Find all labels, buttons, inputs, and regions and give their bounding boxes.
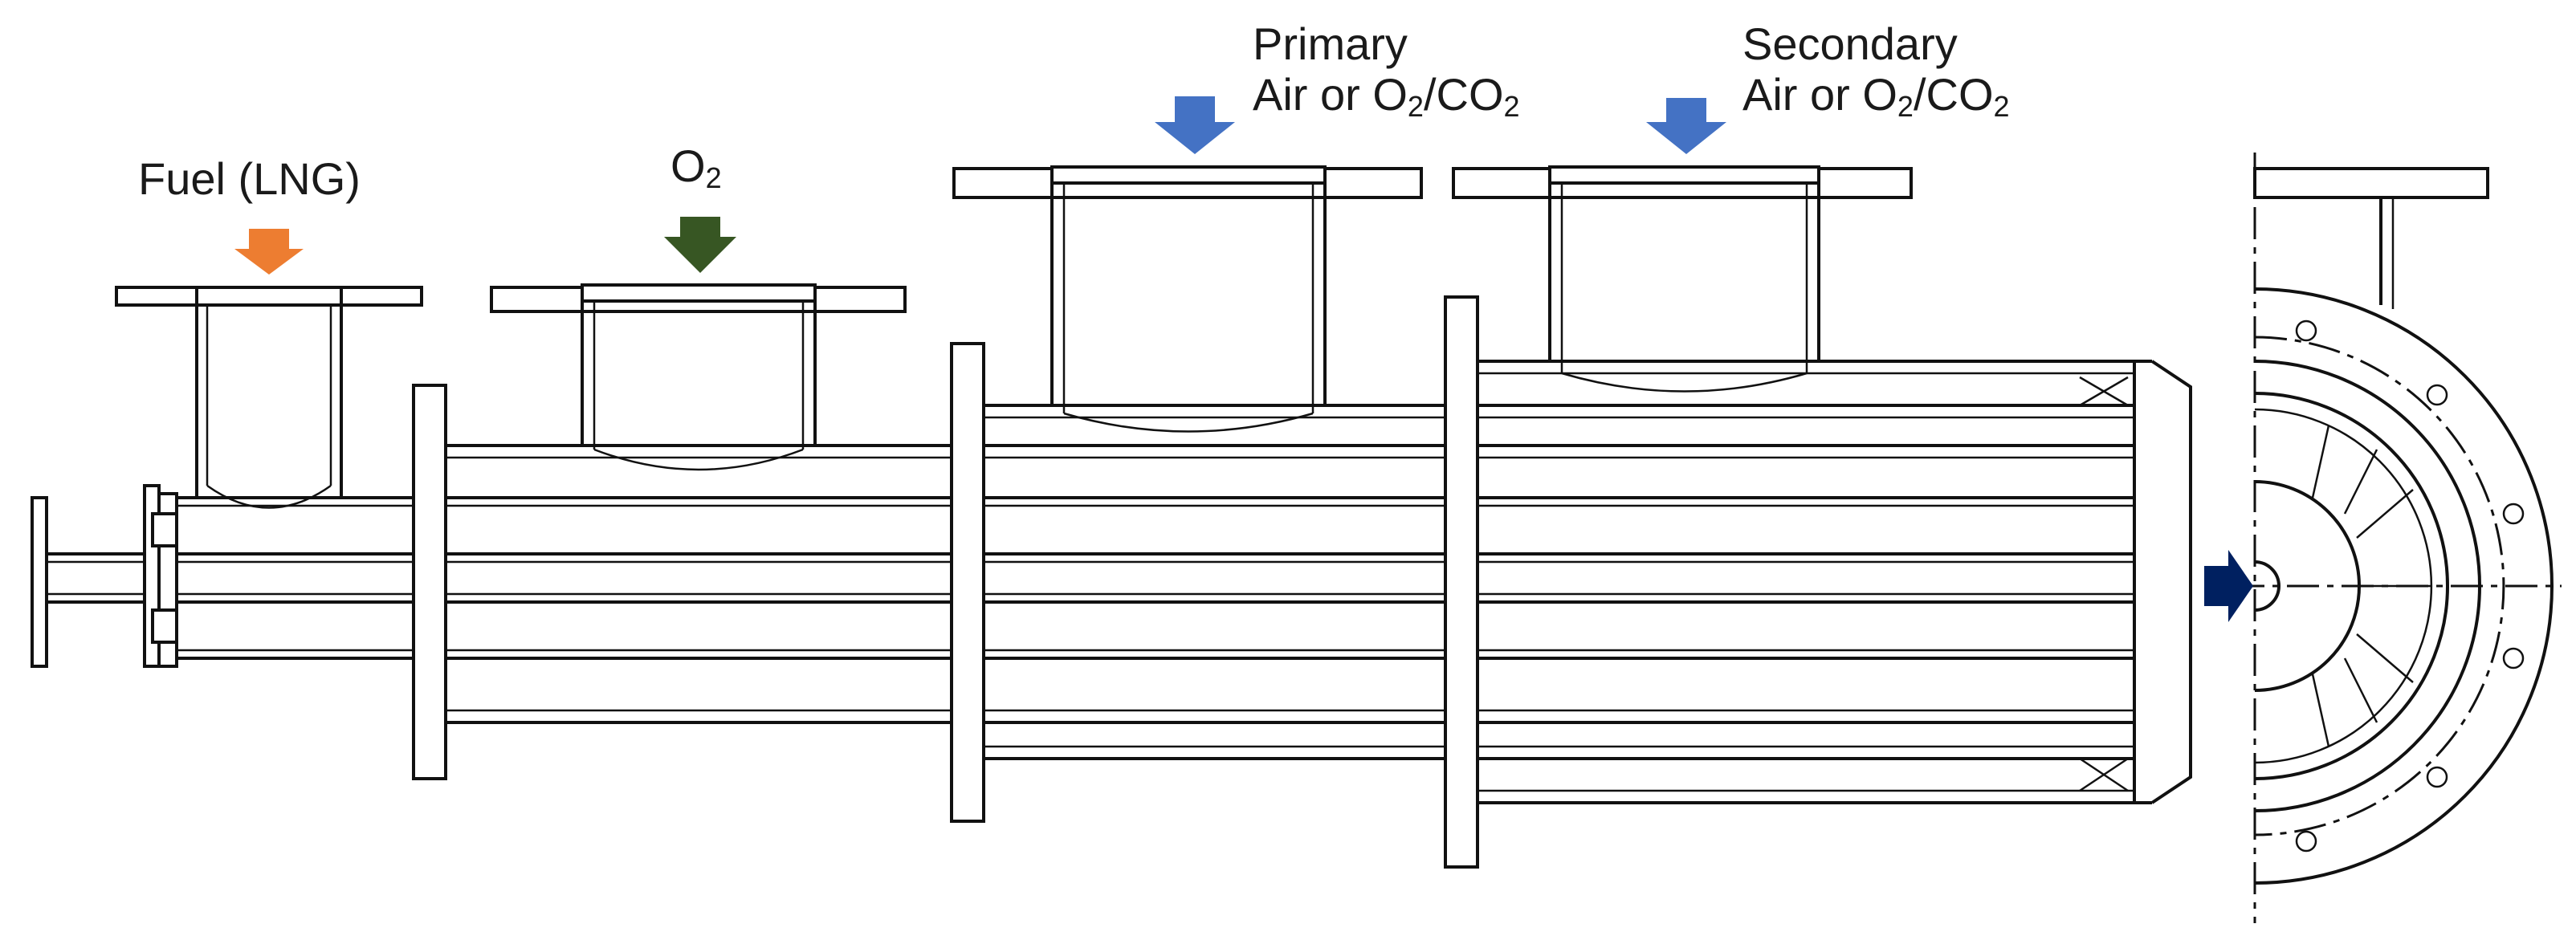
primary-label: Primary Air or O2/CO2 xyxy=(1253,18,1520,123)
primary-label-line2: Air or O2/CO2 xyxy=(1253,68,1520,123)
fuel-lance xyxy=(31,496,2136,668)
o2-arrow-icon xyxy=(664,217,736,273)
fuel-label: Fuel (LNG) xyxy=(138,153,361,205)
secondary-label-line2: Air or O2/CO2 xyxy=(1742,68,2010,123)
primary-annulus xyxy=(950,342,2134,823)
secondary-inlet-pipe xyxy=(1452,165,1913,393)
outlet-arrow-icon xyxy=(2204,550,2253,622)
primary-line2-sub1: 2 xyxy=(1407,89,1424,123)
fuel-arrow-icon xyxy=(234,229,304,275)
secondary-line2-sub2: 2 xyxy=(1993,89,2010,123)
primary-arrow-icon xyxy=(1155,96,1235,154)
primary-line2-text-a: Air or O xyxy=(1253,68,1408,120)
secondary-label: Secondary Air or O2/CO2 xyxy=(1742,18,2010,123)
burner-end-view xyxy=(2232,153,2562,923)
secondary-label-line1: Secondary xyxy=(1742,18,1958,69)
o2-label: O2 xyxy=(670,140,722,194)
primary-label-line1: Primary xyxy=(1253,18,1408,69)
secondary-line2-text-a: Air or O xyxy=(1742,68,1897,120)
primary-inlet-pipe xyxy=(952,165,1423,433)
secondary-arrow-icon xyxy=(1646,98,1726,154)
fuel-annulus xyxy=(143,484,2134,668)
fuel-label-text: Fuel (LNG) xyxy=(138,153,361,204)
burner-tip xyxy=(2079,360,2192,804)
o2-label-text: O xyxy=(670,140,706,191)
secondary-line2-text-b: /CO xyxy=(1913,68,1994,120)
primary-line2-sub2: 2 xyxy=(1503,89,1520,123)
o2-annulus xyxy=(412,384,2134,780)
secondary-line2-sub1: 2 xyxy=(1897,89,1914,123)
o2-label-sub: 2 xyxy=(705,161,722,194)
o2-inlet-pipe xyxy=(490,283,907,471)
secondary-annulus xyxy=(1444,295,2152,869)
fuel-inlet-pipe xyxy=(115,286,423,509)
primary-line2-text-b: /CO xyxy=(1423,68,1504,120)
